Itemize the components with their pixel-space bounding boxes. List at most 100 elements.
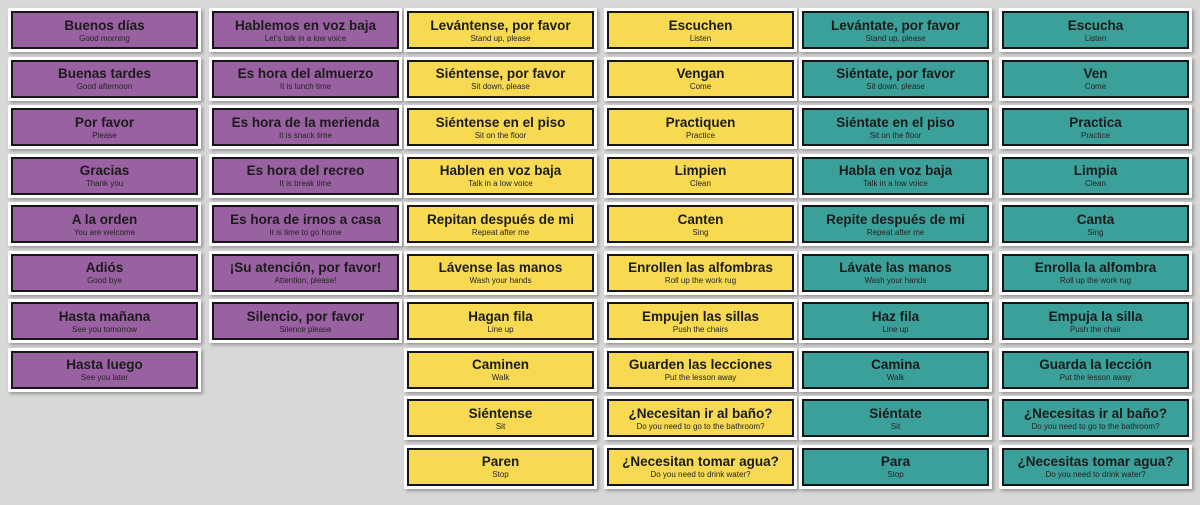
- spanish-phrase: Hasta luego: [66, 357, 143, 372]
- flashcard-frame: Practica Practice: [999, 105, 1192, 149]
- flashcard: Siéntense, por favor Sit down, please: [404, 56, 597, 101]
- flashcard: Habla en voz baja Talk in a low voice: [799, 153, 992, 198]
- flashcard-frame: Para Stop: [799, 444, 992, 489]
- spanish-phrase: Siéntate en el piso: [836, 114, 955, 130]
- flashcard-frame: Siéntense Sit: [404, 396, 597, 440]
- english-translation: Talk in a low voice: [468, 179, 533, 188]
- spanish-phrase: Siéntate, por favor: [836, 66, 955, 81]
- column-commands-singular-a: Levántate, por favor Stand up, please Si…: [799, 8, 992, 493]
- flashcard: Es hora del almuerzo It is lunch time: [209, 56, 402, 101]
- flashcard: Escucha Listen: [999, 8, 1192, 52]
- flashcard-face: Limpien Clean: [607, 156, 794, 195]
- spanish-phrase: Escucha: [1067, 17, 1124, 33]
- flashcard-face: Hasta luego See you later: [11, 350, 198, 389]
- spanish-phrase: Por favor: [74, 114, 135, 130]
- english-translation: Practice: [686, 130, 715, 140]
- spanish-phrase: Repitan después de mi: [426, 211, 575, 227]
- flashcard-face: ¿Necesitas ir al baño? Do you need to go…: [1002, 399, 1189, 437]
- flashcard: Es hora del recreo It is break time: [209, 153, 402, 198]
- flashcard-frame: Empujen las sillas Push the chairs: [604, 299, 797, 343]
- flashcard: Levántense, por favor Stand up, please: [404, 8, 597, 52]
- spanish-phrase: ¿Necesitas tomar agua?: [1017, 454, 1174, 469]
- flashcard-face: Vengan Come: [607, 59, 794, 98]
- flashcard-frame: Enrollen las alfombras Roll up the work …: [604, 250, 797, 295]
- flashcard-face: ¿Necesitas tomar agua? Do you need to dr…: [1002, 447, 1189, 486]
- flashcard-frame: Habla en voz baja Talk in a low voice: [799, 153, 992, 198]
- english-translation: Do you need to go to the bathroom?: [636, 421, 765, 431]
- english-translation: Stand up, please: [865, 33, 926, 43]
- flashcard: Adiós Good bye: [8, 250, 201, 295]
- flashcard-frame: Hasta mañana See you tomorrow: [8, 299, 201, 343]
- spanish-phrase: Es hora de la merienda: [231, 114, 380, 130]
- english-translation: Stand up, please: [470, 33, 531, 43]
- flashcard-frame: Repitan después de mi Repeat after me: [404, 202, 597, 246]
- flashcard: Hasta luego See you later: [8, 347, 201, 392]
- english-translation: Sit: [495, 421, 506, 431]
- english-translation: Clean: [690, 179, 711, 188]
- flashcard: Para Stop: [799, 444, 992, 489]
- english-translation: Silence please: [279, 324, 332, 334]
- english-translation: Practice: [1081, 130, 1110, 140]
- spanish-phrase: Para: [880, 454, 911, 469]
- english-translation: Sing: [1087, 227, 1104, 237]
- flashcard-frame: Siéntate en el piso Sit on the floor: [799, 105, 992, 149]
- flashcard: Empuja la silla Push the chair: [999, 299, 1192, 343]
- flashcard-face: Enrolla la alfombra Roll up the work rug: [1002, 253, 1189, 292]
- spanish-phrase: Guarda la lección: [1039, 357, 1152, 372]
- spanish-phrase: Gracias: [79, 163, 130, 178]
- flashcard-frame: Limpien Clean: [604, 153, 797, 198]
- english-translation: Line up: [882, 324, 909, 334]
- flashcard-face: Practiquen Practice: [607, 108, 794, 146]
- flashcard: Lávate las manos Wash your hands: [799, 250, 992, 295]
- flashcard-frame: Hasta luego See you later: [8, 347, 201, 392]
- english-translation: Listen: [689, 33, 712, 43]
- flashcard-frame: Ven Come: [999, 56, 1192, 101]
- english-translation: Sit down, please: [866, 82, 925, 91]
- english-translation: Push the chair: [1069, 324, 1122, 334]
- flashcard: Siéntense Sit: [404, 396, 597, 440]
- english-translation: Good bye: [87, 276, 122, 285]
- spanish-phrase: Canta: [1076, 211, 1115, 227]
- spanish-phrase: Lávense las manos: [438, 260, 563, 275]
- flashcard-frame: Es hora del recreo It is break time: [209, 153, 402, 198]
- spanish-phrase: Siéntense, por favor: [435, 66, 566, 81]
- english-translation: Good afternoon: [76, 82, 133, 91]
- spanish-phrase: Enrollen las alfombras: [628, 260, 773, 275]
- flashcard-face: Camina Walk: [802, 350, 989, 389]
- flashcard-frame: Haz fila Line up: [799, 299, 992, 343]
- flashcard-face: Siéntense, por favor Sit down, please: [407, 59, 594, 98]
- flashcard-face: Practica Practice: [1002, 108, 1189, 146]
- flashcard-face: Escuchen Listen: [607, 11, 794, 49]
- flashcard-face: A la orden You are welcome: [11, 205, 198, 243]
- english-translation: Sit on the floor: [869, 130, 922, 140]
- flashcard: Guarden las lecciones Put the lesson awa…: [604, 347, 797, 392]
- flashcard-face: Guarda la lección Put the lesson away: [1002, 350, 1189, 389]
- flashcard-face: Hagan fila Line up: [407, 302, 594, 340]
- flashcard-frame: Hagan fila Line up: [404, 299, 597, 343]
- spanish-phrase: A la orden: [71, 211, 138, 227]
- spanish-phrase: Empuja la silla: [1048, 308, 1143, 324]
- spanish-phrase: Repite después de mi: [826, 211, 965, 227]
- flashcard-frame: Hablemos en voz baja Let's talk in a low…: [209, 8, 402, 52]
- english-translation: See you tomorrow: [72, 324, 137, 334]
- flashcard-frame: Buenas tardes Good afternoon: [8, 56, 201, 101]
- flashcard: Siéntense en el piso Sit on the floor: [404, 105, 597, 149]
- english-translation: Do you need to go to the bathroom?: [1031, 421, 1160, 431]
- flashcard-frame: Levántense, por favor Stand up, please: [404, 8, 597, 52]
- english-translation: Come: [1084, 82, 1107, 91]
- flashcard-frame: Lávate las manos Wash your hands: [799, 250, 992, 295]
- flashcard-frame: Gracias Thank you: [8, 153, 201, 198]
- flashcard: Limpien Clean: [604, 153, 797, 198]
- flashcard-face: Repite después de mi Repeat after me: [802, 205, 989, 243]
- flashcard-frame: Siéntate Sit: [799, 396, 992, 440]
- spanish-phrase: Siéntense: [468, 405, 533, 421]
- flashcard-frame: Es hora del almuerzo It is lunch time: [209, 56, 402, 101]
- spanish-phrase: Empujen las sillas: [641, 308, 760, 324]
- flashcard: ¿Necesitas ir al baño? Do you need to go…: [999, 396, 1192, 440]
- flashcard-frame: Levántate, por favor Stand up, please: [799, 8, 992, 52]
- spanish-phrase: Buenos días: [64, 17, 145, 33]
- flashcard-face: Haz fila Line up: [802, 302, 989, 340]
- flashcard: Siéntate, por favor Sit down, please: [799, 56, 992, 101]
- flashcard-frame: ¿Necesitas tomar agua? Do you need to dr…: [999, 444, 1192, 489]
- spanish-phrase: Es hora del recreo: [246, 163, 365, 178]
